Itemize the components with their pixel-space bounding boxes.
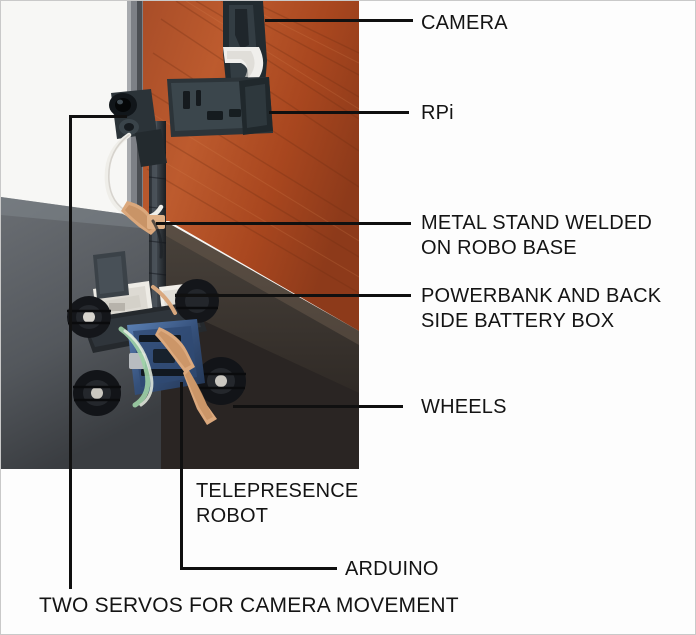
leader-line-powerbank <box>175 294 411 297</box>
label-camera: CAMERA <box>421 12 508 34</box>
label-wheels: WHEELS <box>421 396 507 418</box>
leader-line-metal-stand <box>156 222 411 225</box>
leader-line-servos-vertical <box>69 115 72 589</box>
leader-line-servos-stub <box>69 115 127 118</box>
label-two-servos: TWO SERVOS FOR CAMERA MOVEMENT <box>39 594 459 617</box>
leader-line-arduino-vertical <box>180 382 183 570</box>
leader-line-rpi <box>269 111 409 114</box>
label-telepresence-robot: TELEPRESENCE ROBOT <box>196 480 359 527</box>
label-powerbank: POWERBANK AND BACK SIDE BATTERY BOX <box>421 285 662 332</box>
telepresence-robot-photo <box>1 1 359 469</box>
label-arduino: ARDUINO <box>345 558 439 580</box>
label-metal-stand: METAL STAND WELDED ON ROBO BASE <box>421 212 653 259</box>
leader-line-wheels <box>233 405 403 408</box>
leader-line-camera <box>265 19 413 22</box>
label-rpi: RPi <box>421 102 454 124</box>
leader-line-arduino-horizontal <box>180 567 337 570</box>
